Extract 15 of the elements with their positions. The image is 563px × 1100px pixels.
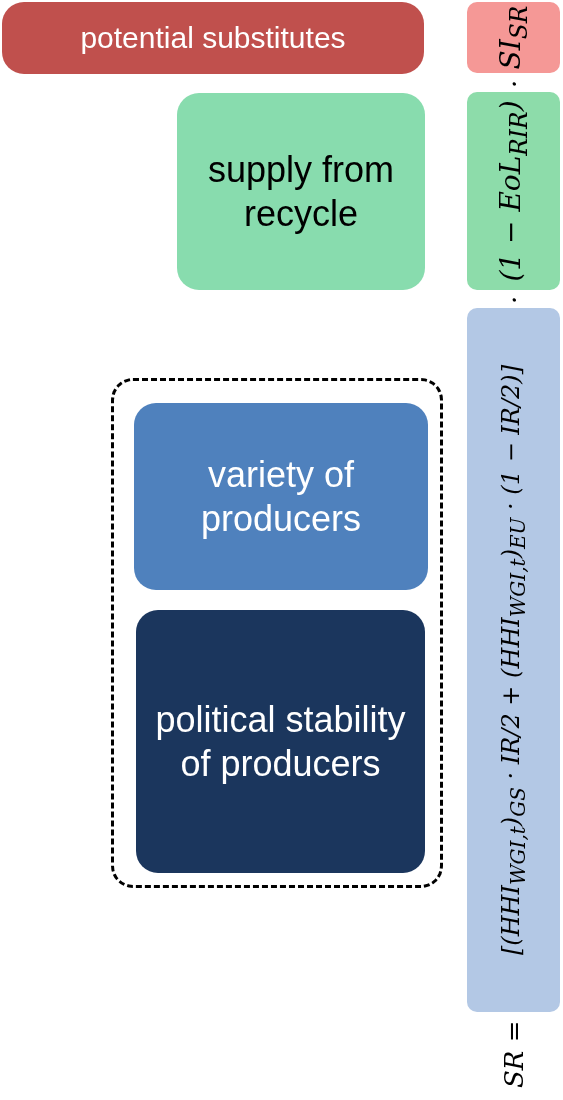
box-label: variety of producers: [199, 453, 363, 540]
category-box: [2, 2, 424, 74]
box-label: supply from recycle: [206, 148, 396, 235]
category-box: [177, 93, 425, 290]
multiplication-dot: ·: [498, 295, 530, 304]
category-box: [134, 403, 428, 590]
formula-band: [467, 92, 560, 290]
formula-band: [467, 2, 560, 73]
dashed-group-frame: [111, 378, 443, 888]
box-label: political stability of producers: [154, 698, 407, 785]
formula-band: [467, 308, 560, 1012]
box-label: potential substitutes: [80, 20, 346, 56]
multiplication-dot: ·: [498, 79, 530, 88]
formula-text: SR =: [498, 1020, 530, 1088]
category-box: [136, 610, 425, 873]
